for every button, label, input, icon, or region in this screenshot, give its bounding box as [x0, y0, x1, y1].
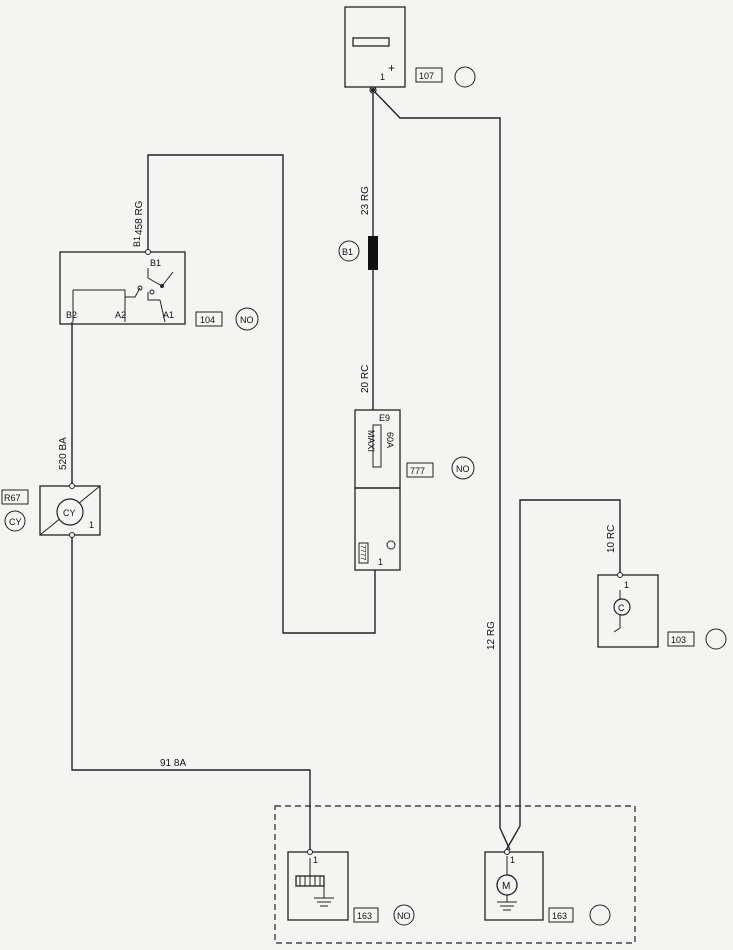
- connector-circle-label: CY: [9, 517, 22, 527]
- junction-battery: [371, 88, 375, 92]
- relay-pin-b1: B1: [132, 236, 142, 247]
- assembly-enclosure: [274, 805, 636, 944]
- wire-label-20: 20 RC: [360, 365, 371, 393]
- heater-pin: 1: [313, 855, 318, 865]
- splice-component: B1: [338, 236, 378, 270]
- relay-ref-tag: 104: [200, 315, 215, 325]
- fuse-rating: 60A: [385, 432, 395, 448]
- wire-label-458: 458 RG: [134, 200, 145, 235]
- fuse-lower-pin: 1: [378, 557, 383, 567]
- battery-ref-tag: 107: [419, 71, 434, 81]
- wire-relay-b1-to-fuse: [147, 154, 376, 634]
- fuse-maxi-label: MAXI: [366, 430, 376, 452]
- battery-pin-label: 1: [380, 72, 385, 82]
- connector-cy-component: CY 1 R67 CY: [1, 483, 101, 538]
- wire-labels: 458 RG 23 RG 20 RC 520 BA 91 8A 12 RG 10…: [58, 186, 617, 769]
- generator-ref-circle: [705, 628, 727, 650]
- generator-symbol: C: [618, 603, 625, 613]
- heater-component: 1 163 NO: [287, 849, 415, 926]
- battery-component: 1 + 107: [344, 6, 476, 94]
- motor-ref-tag: 163: [552, 911, 567, 921]
- fuse-ref-tag: 777: [410, 466, 425, 476]
- connector-ref-tag: R67: [4, 493, 21, 503]
- inline-fuse-body: [368, 236, 378, 270]
- fuse-lower-code: 7777: [359, 545, 366, 561]
- wire-label-23: 23 RG: [360, 186, 371, 215]
- fuse-circle-label: NO: [456, 464, 470, 474]
- relay-pin-b2: B2: [66, 310, 77, 320]
- wire-label-520: 520 BA: [58, 437, 69, 470]
- wire-label-12: 12 RG: [486, 621, 497, 650]
- relay-circle-label: NO: [240, 315, 254, 325]
- wires: [71, 89, 621, 853]
- relay-pin-a2: A2: [115, 310, 126, 320]
- wire-generator-to-motor: [504, 499, 621, 853]
- wire-label-918: 91 8A: [160, 758, 186, 769]
- motor-ref-circle: [589, 904, 611, 926]
- heater-circle-label: NO: [397, 911, 411, 921]
- connector-pin: 1: [89, 520, 94, 530]
- fuse-pin-top: E9: [379, 413, 390, 423]
- generator-ref-tag: 103: [671, 635, 686, 645]
- generator-pin: 1: [624, 580, 629, 590]
- generator-component: 1 C 103: [597, 572, 727, 650]
- motor-symbol: M: [502, 881, 510, 892]
- battery-plus-sign: +: [388, 61, 395, 75]
- motor-component: 1 M 163: [484, 849, 611, 926]
- relay-pin-a1: A1: [163, 310, 174, 320]
- wire-label-10: 10 RC: [606, 525, 617, 553]
- relay-component: B1 B1 B2 A2 A1 104 NO: [59, 236, 259, 331]
- connector-inner-label: CY: [63, 508, 76, 518]
- fuse-box-component: E9 MAXI 60A 777 NO 7777 1: [354, 409, 475, 571]
- heater-ref-tag: 163: [357, 911, 372, 921]
- battery-ref-circle: [454, 66, 476, 88]
- splice-label: B1: [342, 247, 353, 257]
- relay-pin-b1-inner: B1: [150, 258, 161, 268]
- wire-connector-to-heater: [71, 535, 311, 852]
- wire-battery-to-motor: [372, 89, 511, 851]
- motor-pin: 1: [510, 855, 515, 865]
